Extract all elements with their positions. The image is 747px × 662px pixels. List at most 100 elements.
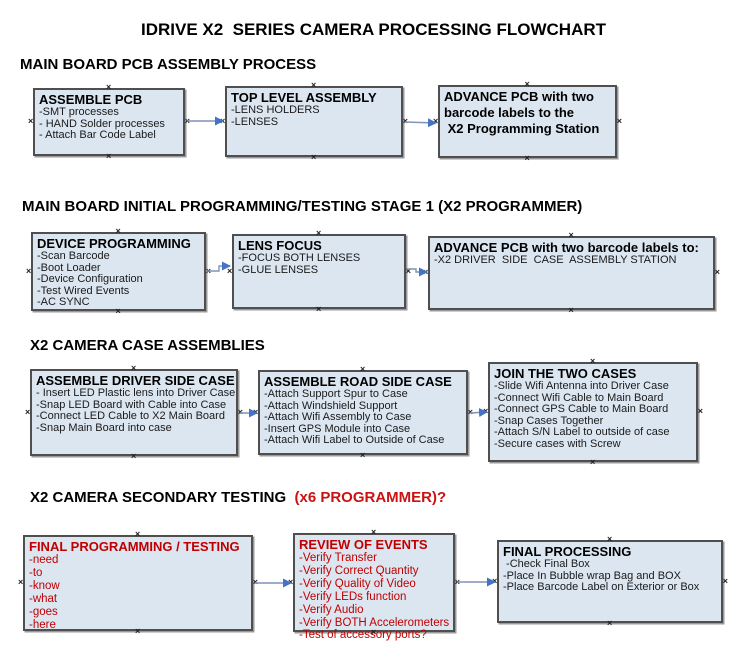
- box-item: -AC SYNC: [37, 296, 90, 308]
- box-item: -Secure cases with Screw: [494, 437, 621, 450]
- connection-point-icon: ×: [524, 79, 530, 89]
- box-items: -Check Final Box-Place In Bubble wrap Ba…: [503, 558, 717, 594]
- connection-point-icon: ×: [28, 116, 34, 126]
- connection-point-icon: ×: [135, 626, 141, 636]
- box-title: REVIEW OF EVENTS: [299, 537, 428, 552]
- connection-point-icon: ×: [607, 534, 613, 544]
- connection-point-icon: ×: [106, 82, 112, 92]
- connection-point-icon: ×: [371, 627, 377, 637]
- flow-box-top-level-assembly: TOP LEVEL ASSEMBLY -LENS HOLDERS-LENSES …: [220, 81, 408, 162]
- box-items: -LENS HOLDERS-LENSES: [231, 104, 397, 128]
- connection-point-icon: ×: [590, 356, 596, 366]
- box-items: -Verify Transfer-Verify Correct Quantity…: [299, 552, 449, 642]
- connection-point-icon: ×: [722, 575, 728, 586]
- connection-point-icon: ×: [131, 363, 137, 373]
- box-items: -need-to-know-what-goes-here: [29, 554, 247, 631]
- connection-point-icon: ×: [237, 406, 243, 417]
- box-item: -Place Barcode Label on Exterior or Box: [503, 581, 700, 593]
- box-item: -Verify Quality of Video: [299, 577, 416, 590]
- section-heading-text: MAIN BOARD INITIAL PROGRAMMING/TESTING S…: [22, 198, 583, 215]
- section-heading-red-text: (x6 PROGRAMMER)?: [294, 489, 447, 506]
- box-item: -Snap Main Board into case: [36, 421, 172, 434]
- connection-point-icon: ×: [423, 267, 429, 277]
- connection-point-icon: ×: [714, 267, 720, 277]
- box-title: DEVICE PROGRAMMING: [37, 236, 191, 251]
- box-items: - Insert LED Plastic lens into Driver Ca…: [36, 387, 235, 434]
- box-item: -Attach Wifi Assembly to Case: [264, 411, 412, 423]
- box-item: -Scan Barcode: [37, 250, 110, 262]
- connection-point-icon: ×: [590, 457, 596, 467]
- box-title: TOP LEVEL ASSEMBLY: [231, 90, 377, 105]
- box-item: -Insert GPS Module into Case: [264, 422, 411, 435]
- connection-point-icon: ×: [607, 618, 613, 628]
- flow-box-final-processing: FINAL PROCESSING -Check Final Box-Place …: [492, 535, 728, 628]
- box-title: LENS FOCUS: [238, 238, 322, 253]
- connection-point-icon: ×: [25, 406, 31, 417]
- connection-point-icon: ×: [184, 116, 190, 126]
- box-item: ADVANCE PCB with two: [444, 89, 594, 104]
- flow-box-assemble-driver-side-case: ASSEMBLE DRIVER SIDE CASE - Insert LED P…: [25, 364, 243, 461]
- box-item: -Test Wired Events: [37, 284, 130, 297]
- box-item: -LENSES: [231, 115, 279, 128]
- box-item: -Verify Audio: [299, 603, 364, 616]
- connection-point-icon: ×: [106, 151, 112, 161]
- section-heading-case-assemblies: X2 CAMERA CASE ASSEMBLIES: [30, 337, 265, 354]
- connection-point-icon: ×: [568, 230, 574, 240]
- box-item: -LENS HOLDERS: [231, 104, 320, 116]
- flow-box-advance-pcb-to-case-station: ADVANCE PCB with two barcode labels to: …: [423, 231, 720, 315]
- box-item: -SMT processes: [39, 106, 119, 118]
- box-item: -to: [29, 566, 43, 579]
- box-item: barcode labels to the: [444, 105, 575, 120]
- flow-box-device-programming: DEVICE PROGRAMMING -Scan Barcode-Boot Lo…: [26, 227, 211, 316]
- connection-point-icon: ×: [311, 80, 317, 90]
- connection-point-icon: ×: [492, 575, 498, 586]
- connection-point-icon: ×: [253, 406, 259, 417]
- connection-point-icon: ×: [26, 265, 32, 276]
- box-item: -Attach Windshield Support: [264, 399, 398, 412]
- box-item: -GLUE LENSES: [238, 263, 319, 276]
- box-item: -X2 DRIVER SIDE CASE ASSEMBLY STATION: [434, 254, 677, 266]
- connection-point-icon: ×: [433, 115, 439, 126]
- box-title: FINAL PROGRAMMING / TESTING: [29, 539, 240, 554]
- box-item: - Attach Bar Code Label: [39, 129, 156, 141]
- box-item: -Attach S/N Label to outside of case: [494, 426, 670, 438]
- connection-point-icon: ×: [288, 576, 294, 587]
- box-item: - HAND Solder processes: [39, 117, 165, 130]
- box-item: -here: [29, 618, 56, 631]
- connection-point-icon: ×: [467, 406, 473, 417]
- connection-point-icon: ×: [360, 450, 366, 460]
- section-heading-text: MAIN BOARD PCB ASSEMBLY PROCESS: [20, 56, 317, 73]
- box-item: -goes: [29, 605, 58, 618]
- connection-point-icon: ×: [220, 115, 226, 126]
- connection-point-icon: ×: [568, 305, 574, 315]
- box-item: -Verify Correct Quantity: [299, 564, 419, 577]
- box-item: -Device Configuration: [37, 273, 143, 285]
- box-item: -Snap Cases Together: [494, 414, 604, 427]
- flow-box-assemble-pcb: ASSEMBLE PCB -SMT processes- HAND Solder…: [28, 83, 190, 161]
- box-item: -Connect Wifi Cable to Main Board: [494, 391, 664, 404]
- box-item: -FOCUS BOTH LENSES: [238, 252, 361, 264]
- connection-point-icon: ×: [131, 451, 137, 461]
- box-item: X2 Programming Station: [444, 121, 600, 136]
- box-title: FINAL PROCESSING: [503, 544, 632, 559]
- connection-point-icon: ×: [316, 304, 322, 314]
- box-items: -Slide Wifi Antenna into Driver Case-Con…: [494, 380, 692, 450]
- box-items: -Attach Support Spur to Case-Attach Wind…: [264, 388, 462, 447]
- connection-point-icon: ×: [316, 228, 322, 238]
- box-item: -Verify LEDs function: [299, 590, 407, 603]
- page-title: IDRIVE X2 SERIES CAMERA PROCESSING FLOWC…: [140, 20, 607, 39]
- box-item: -Snap LED Board with Cable into Case: [36, 398, 227, 411]
- section-heading-initial-programming: MAIN BOARD INITIAL PROGRAMMING/TESTING S…: [22, 198, 582, 215]
- connection-point-icon: ×: [402, 115, 408, 126]
- box-title: ASSEMBLE DRIVER SIDE CASE: [36, 373, 235, 388]
- connection-point-icon: ×: [227, 265, 233, 276]
- connection-point-icon: ×: [697, 406, 703, 416]
- box-items: -X2 DRIVER SIDE CASE ASSEMBLY STATION: [434, 254, 709, 267]
- box-item: -need: [29, 554, 59, 566]
- connection-point-icon: ×: [135, 529, 141, 539]
- box-item: -Verify Transfer: [299, 552, 377, 564]
- flow-box-final-programming-testing: FINAL PROGRAMMING / TESTING -need-to-kno…: [18, 530, 258, 636]
- flow-box-join-the-two-cases: JOIN THE TWO CASES -Slide Wifi Antenna i…: [483, 357, 703, 467]
